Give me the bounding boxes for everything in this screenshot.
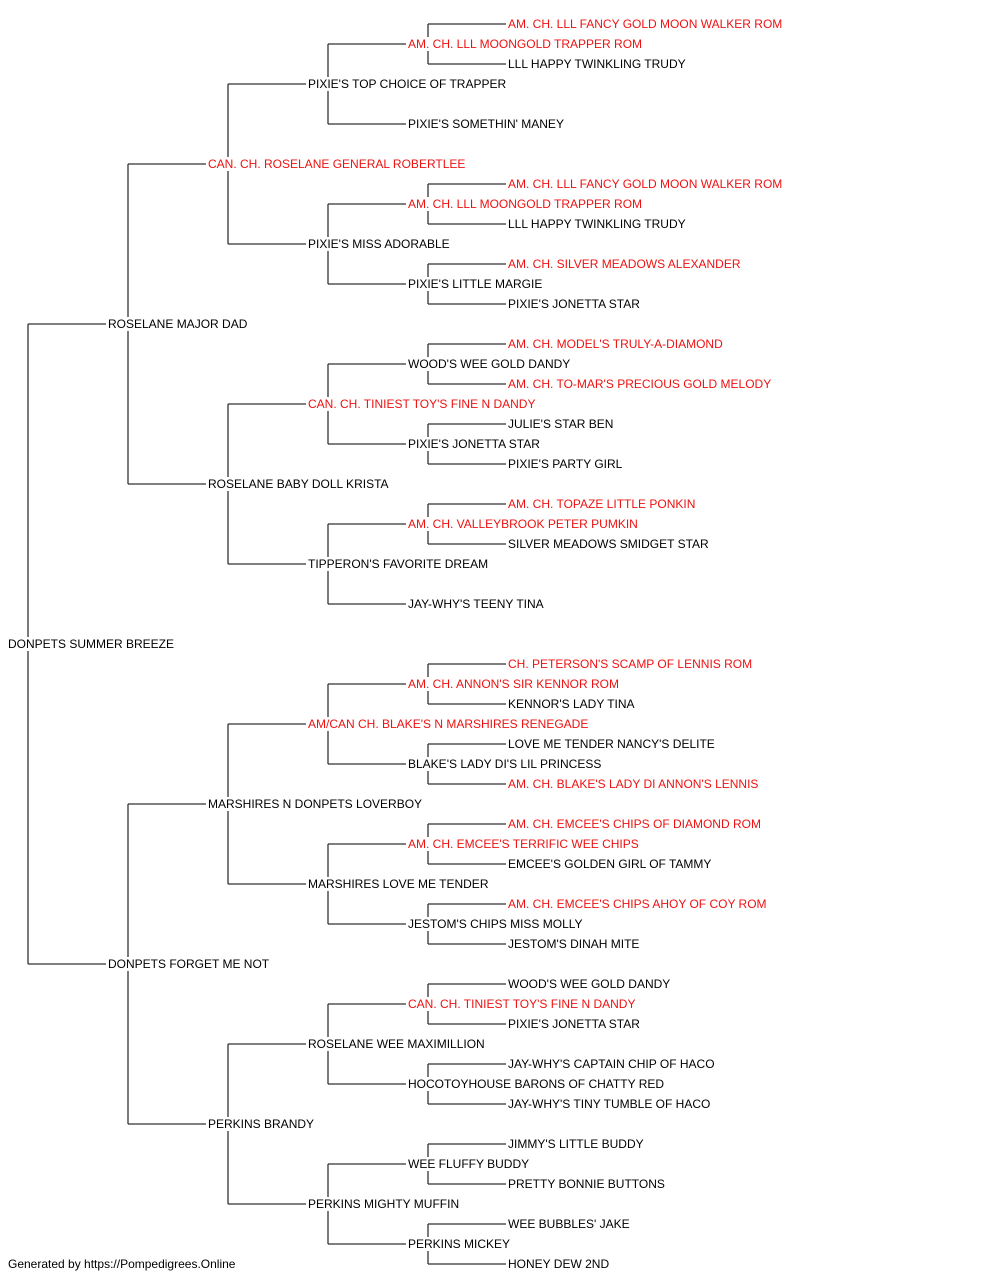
pedigree-name-gen4: HOCOTOYHOUSE BARONS OF CHATTY RED bbox=[408, 1077, 665, 1091]
footer-credit: Generated by https://Pompedigrees.Online bbox=[8, 1257, 236, 1271]
pedigree-name-gen4: AM. CH. LLL MOONGOLD TRAPPER ROM bbox=[408, 37, 643, 51]
pedigree-name-gen5: LLL HAPPY TWINKLING TRUDY bbox=[508, 57, 686, 71]
pedigree-name-gen4: JAY-WHY'S TEENY TINA bbox=[408, 597, 544, 611]
pedigree-name-gen5: AM. CH. MODEL'S TRULY-A-DIAMOND bbox=[508, 337, 723, 351]
pedigree-name-gen5: AM. CH. EMCEE'S CHIPS AHOY OF COY ROM bbox=[508, 897, 767, 911]
pedigree-name-gen5: AM. CH. TO-MAR'S PRECIOUS GOLD MELODY bbox=[508, 377, 772, 391]
pedigree-name-gen3: CAN. CH. TINIEST TOY'S FINE N DANDY bbox=[308, 397, 536, 411]
pedigree-name-gen4: AM. CH. ANNON'S SIR KENNOR ROM bbox=[408, 677, 619, 691]
pedigree-name-gen3: AM/CAN CH. BLAKE'S N MARSHIRES RENEGADE bbox=[308, 717, 589, 731]
pedigree-name-gen4: WOOD'S WEE GOLD DANDY bbox=[408, 357, 571, 371]
pedigree-name-gen5: PIXIE'S PARTY GIRL bbox=[508, 457, 623, 471]
pedigree-name-gen4: JESTOM'S CHIPS MISS MOLLY bbox=[408, 917, 583, 931]
pedigree-name-gen5: LLL HAPPY TWINKLING TRUDY bbox=[508, 217, 686, 231]
pedigree-name-gen5: PRETTY BONNIE BUTTONS bbox=[508, 1177, 665, 1191]
pedigree-name-gen5: CH. PETERSON'S SCAMP OF LENNIS ROM bbox=[508, 657, 753, 671]
pedigree-name-gen3: PIXIE'S TOP CHOICE OF TRAPPER bbox=[308, 77, 507, 91]
pedigree-name-gen3: TIPPERON'S FAVORITE DREAM bbox=[308, 557, 489, 571]
pedigree-name-gen5: KENNOR'S LADY TINA bbox=[508, 697, 635, 711]
pedigree-name-gen5: JAY-WHY'S TINY TUMBLE OF HACO bbox=[508, 1097, 711, 1111]
pedigree-name-gen5: PIXIE'S JONETTA STAR bbox=[508, 1017, 640, 1031]
pedigree-name-gen4: PIXIE'S LITTLE MARGIE bbox=[408, 277, 543, 291]
pedigree-name-gen5: AM. CH. EMCEE'S CHIPS OF DIAMOND ROM bbox=[508, 817, 761, 831]
pedigree-name-gen4: AM. CH. VALLEYBROOK PETER PUMKIN bbox=[408, 517, 638, 531]
pedigree-name-gen2: PERKINS BRANDY bbox=[208, 1117, 315, 1131]
pedigree-name-gen5: JAY-WHY'S CAPTAIN CHIP OF HACO bbox=[508, 1057, 715, 1071]
pedigree-name-gen3: ROSELANE WEE MAXIMILLION bbox=[308, 1037, 485, 1051]
pedigree-name-gen5: AM. CH. LLL FANCY GOLD MOON WALKER ROM bbox=[508, 17, 783, 31]
pedigree-name-gen4: AM. CH. LLL MOONGOLD TRAPPER ROM bbox=[408, 197, 643, 211]
pedigree-name-gen4: BLAKE'S LADY DI'S LIL PRINCESS bbox=[408, 757, 602, 771]
pedigree-name-gen2: CAN. CH. ROSELANE GENERAL ROBERTLEE bbox=[208, 157, 466, 171]
pedigree-name-gen5: EMCEE'S GOLDEN GIRL OF TAMMY bbox=[508, 857, 712, 871]
pedigree-name-gen2: ROSELANE BABY DOLL KRISTA bbox=[208, 477, 389, 491]
pedigree-name-gen2: MARSHIRES N DONPETS LOVERBOY bbox=[208, 797, 423, 811]
pedigree-name-gen5: SILVER MEADOWS SMIDGET STAR bbox=[508, 537, 709, 551]
pedigree-name-gen5: AM. CH. BLAKE'S LADY DI ANNON'S LENNIS bbox=[508, 777, 759, 791]
pedigree-name-gen5: JESTOM'S DINAH MITE bbox=[508, 937, 640, 951]
pedigree-name-gen5: AM. CH. LLL FANCY GOLD MOON WALKER ROM bbox=[508, 177, 783, 191]
pedigree-name-gen4: WEE FLUFFY BUDDY bbox=[408, 1157, 530, 1171]
pedigree-name-gen5: WOOD'S WEE GOLD DANDY bbox=[508, 977, 671, 991]
pedigree-name-gen1: ROSELANE MAJOR DAD bbox=[108, 317, 248, 331]
pedigree-name-gen4: PIXIE'S JONETTA STAR bbox=[408, 437, 540, 451]
pedigree-name-gen5: PIXIE'S JONETTA STAR bbox=[508, 297, 640, 311]
pedigree-name-gen4: AM. CH. EMCEE'S TERRIFIC WEE CHIPS bbox=[408, 837, 639, 851]
pedigree-name-gen5: AM. CH. SILVER MEADOWS ALEXANDER bbox=[508, 257, 741, 271]
pedigree-name-gen5: JIMMY'S LITTLE BUDDY bbox=[508, 1137, 644, 1151]
pedigree-name-gen5: WEE BUBBLES' JAKE bbox=[508, 1217, 630, 1231]
pedigree-name-gen3: MARSHIRES LOVE ME TENDER bbox=[308, 877, 489, 891]
pedigree-name-gen1: DONPETS FORGET ME NOT bbox=[108, 957, 270, 971]
pedigree-name-gen5: AM. CH. TOPAZE LITTLE PONKIN bbox=[508, 497, 696, 511]
pedigree-name-gen3: PIXIE'S MISS ADORABLE bbox=[308, 237, 450, 251]
pedigree-name-gen5: LOVE ME TENDER NANCY'S DELITE bbox=[508, 737, 715, 751]
pedigree-name-gen4: CAN. CH. TINIEST TOY'S FINE N DANDY bbox=[408, 997, 636, 1011]
pedigree-name-gen5: HONEY DEW 2ND bbox=[508, 1257, 610, 1271]
pedigree-name-gen0: DONPETS SUMMER BREEZE bbox=[8, 637, 175, 651]
pedigree-name-gen4: PIXIE'S SOMETHIN' MANEY bbox=[408, 117, 564, 131]
pedigree-name-gen4: PERKINS MICKEY bbox=[408, 1237, 511, 1251]
pedigree-name-gen3: PERKINS MIGHTY MUFFIN bbox=[308, 1197, 460, 1211]
pedigree-name-gen5: JULIE'S STAR BEN bbox=[508, 417, 614, 431]
